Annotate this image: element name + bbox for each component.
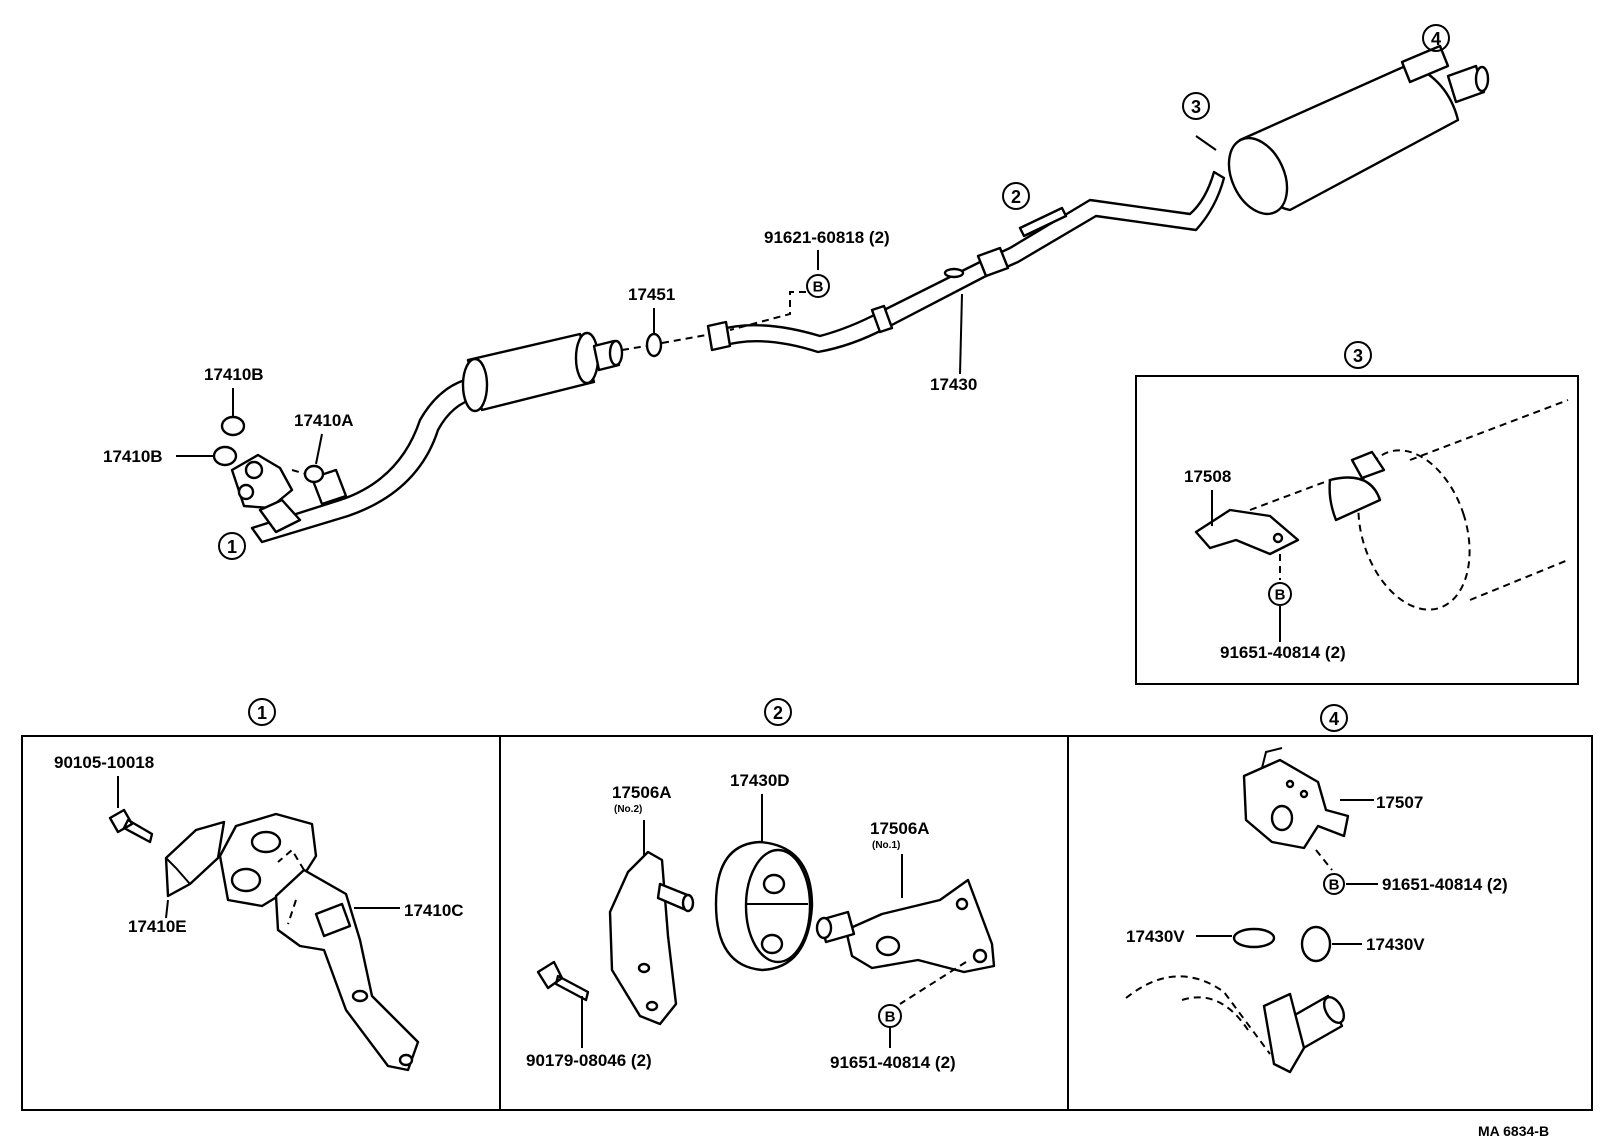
detail-box-3: 3 B 17508 91651-40814 (2) — [1135, 341, 1579, 685]
label-17507: 17507 — [1376, 793, 1423, 812]
bracket-17508 — [1194, 508, 1300, 556]
gasket-17410b-top — [220, 415, 246, 437]
label-90179-08046: 90179-08046 (2) — [526, 1051, 652, 1070]
label-17430v-right: 17430V — [1366, 935, 1425, 954]
bolt-ref-b-box3: B — [1275, 587, 1286, 604]
label-17506a-no2-sub: (No.2) — [614, 804, 642, 815]
label-17410c: 17410C — [404, 901, 464, 920]
callout-3: 3 — [1182, 92, 1210, 120]
front-exhaust-pipe — [230, 376, 478, 544]
label-17410a: 17410A — [294, 411, 354, 430]
svg-text:3: 3 — [1191, 97, 1201, 117]
gasket-17451 — [645, 332, 663, 358]
svg-text:2: 2 — [1011, 187, 1021, 207]
label-17430v-left: 17430V — [1126, 927, 1185, 946]
label-17410b-top: 17410B — [204, 365, 264, 384]
hanger-17506a-no1 — [844, 878, 996, 974]
label-17506a-no1: 17506A — [870, 819, 930, 838]
label-17508: 17508 — [1184, 467, 1231, 486]
bolt-ref-b-box2: B — [885, 1009, 896, 1026]
stay-17410c — [274, 868, 420, 1072]
ring-17430v-left — [1232, 927, 1276, 949]
detail-box-2: 2 17506A (No.2) 90179-08046 (2) 17430D — [526, 698, 996, 1072]
svg-text:1: 1 — [257, 703, 267, 723]
tail-pipe-17430 — [706, 170, 1226, 354]
insulator-17410e — [164, 820, 226, 898]
detail-row-frame — [21, 735, 1593, 1111]
svg-text:2: 2 — [773, 703, 783, 723]
label-17410e: 17410E — [128, 917, 187, 936]
main-exhaust-assembly — [212, 44, 1490, 544]
label-91651-40814-box3: 91651-40814 (2) — [1220, 643, 1346, 662]
hanger-17506a-no2 — [608, 850, 678, 1026]
bolt-ref-b-main: B — [806, 274, 830, 298]
rear-muffler — [1195, 44, 1490, 216]
label-91621-60818: 91621-60818 (2) — [764, 228, 890, 247]
cushion-17430d — [714, 840, 814, 972]
detail-box-1: 1 90105-10018 17410E 17410C — [54, 698, 464, 1072]
callout-1: 1 — [218, 532, 246, 560]
detail-box-4: 4 17507 B 91651-40814 (2) 17430V 17430V — [1125, 704, 1508, 1074]
callout-4: 4 — [1422, 24, 1450, 52]
svg-text:B: B — [813, 279, 824, 296]
label-91651-40814-box2: 91651-40814 (2) — [830, 1053, 956, 1072]
svg-text:4: 4 — [1431, 29, 1441, 49]
label-17430: 17430 — [930, 375, 977, 394]
svg-text:1: 1 — [227, 537, 237, 557]
gasket-17410b-left — [212, 445, 238, 467]
doc-code: MA 6834-B — [1478, 1123, 1549, 1139]
center-muffler — [461, 331, 624, 413]
label-91651-40814-box4: 91651-40814 (2) — [1382, 875, 1508, 894]
svg-text:3: 3 — [1353, 346, 1363, 366]
gasket-17410a — [303, 464, 325, 484]
bracket-17507 — [1242, 758, 1350, 850]
callout-2: 2 — [1002, 182, 1030, 210]
label-17410b-left: 17410B — [103, 447, 163, 466]
label-17506a-no1-sub: (No.1) — [872, 840, 900, 851]
bolt-90105-10018 — [108, 808, 154, 844]
label-17506a-no2: 17506A — [612, 783, 672, 802]
label-17430d: 17430D — [730, 771, 790, 790]
label-90105-10018: 90105-10018 — [54, 753, 154, 772]
bolt-90179-08046 — [536, 960, 590, 1002]
label-17451: 17451 — [628, 285, 675, 304]
bolt-ref-b-box4: B — [1329, 877, 1340, 894]
ring-17430v-right — [1300, 925, 1332, 963]
svg-text:4: 4 — [1329, 709, 1339, 729]
